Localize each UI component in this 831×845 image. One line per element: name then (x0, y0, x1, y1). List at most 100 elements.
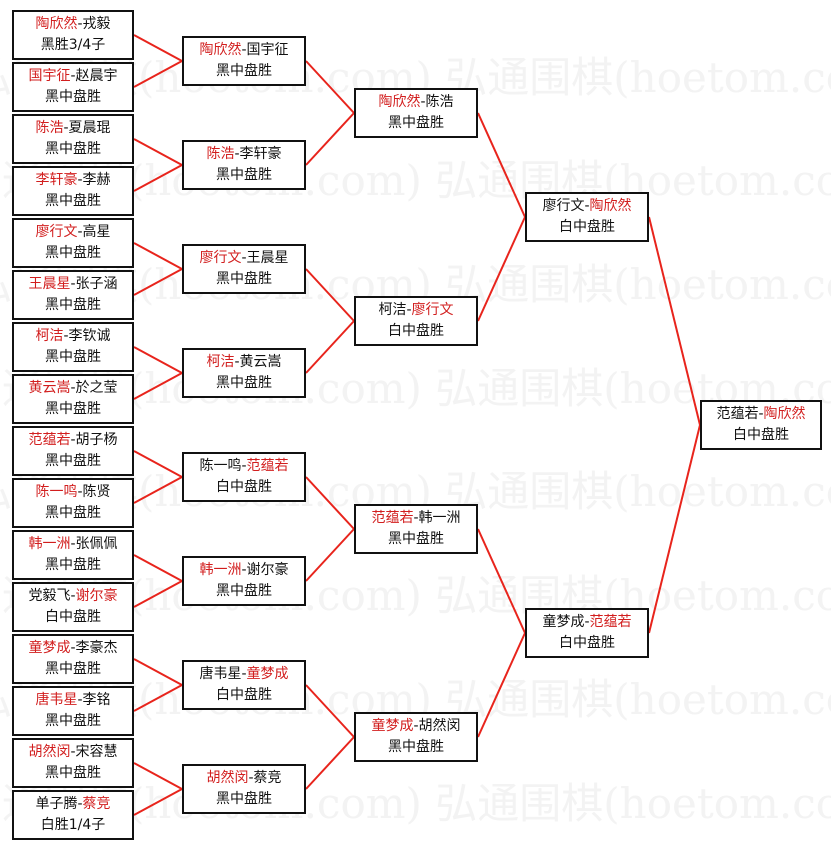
player-name: 张子涵 (75, 276, 118, 292)
match-players: 陶欣然-陈浩 (356, 92, 476, 113)
match-result: 黑中盘胜 (45, 297, 101, 313)
player-name: 黄云嵩 (239, 354, 282, 370)
match-players: 胡然闵-宋容慧 (14, 742, 132, 763)
match-result: 白中盘胜 (45, 609, 101, 625)
match-result: 黑中盘胜 (45, 89, 101, 105)
separator: - (77, 692, 83, 708)
match-box: 唐韦星-童梦成白中盘胜 (182, 660, 306, 710)
connector-line (477, 216, 526, 322)
separator: - (248, 770, 254, 786)
connector-line (305, 112, 355, 166)
connector-line (133, 476, 183, 504)
winner-name: 廖行文 (35, 224, 78, 240)
match-players: 陶欣然-国宇征 (184, 40, 304, 61)
match-players: 韩一洲-张佩佩 (14, 534, 132, 555)
watermark-text: 弘通围棋(hoetom.com) 弘通围棋(hoetom.com) 弘通围棋(h… (0, 156, 831, 205)
player-name: 谢尔豪 (246, 562, 289, 578)
match-players: 李轩豪-李赫 (14, 170, 132, 191)
winner-name: 陶欣然 (378, 94, 421, 110)
connector-line (133, 788, 183, 816)
match-box: 韩一洲-张佩佩黑中盘胜 (12, 530, 134, 580)
winner-name: 陈浩 (35, 120, 64, 136)
match-box: 单子腾-蔡竞白胜1/4子 (12, 790, 134, 840)
separator: - (70, 744, 76, 760)
winner-name: 陶欣然 (589, 198, 632, 214)
separator: - (70, 380, 76, 396)
separator: - (241, 458, 247, 474)
winner-name: 陈浩 (206, 146, 235, 162)
connector-line (133, 242, 183, 270)
winner-name: 柯洁 (206, 354, 235, 370)
match-result: 黑中盘胜 (388, 531, 444, 547)
winner-name: 黄云嵩 (28, 380, 71, 396)
match-box: 陈一鸣-陈贤黑中盘胜 (12, 478, 134, 528)
match-box: 童梦成-范蕴若白中盘胜 (525, 608, 649, 658)
watermark-text: 弘通围棋(hoetom.com) 弘通围棋(hoetom.com) 弘通围棋(h… (0, 571, 831, 620)
player-name: 李轩豪 (239, 146, 282, 162)
separator: - (241, 42, 247, 58)
separator: - (413, 510, 419, 526)
separator: - (584, 614, 590, 630)
winner-name: 范蕴若 (371, 510, 414, 526)
match-result: 黑胜3/4子 (40, 37, 106, 53)
separator: - (63, 120, 69, 136)
match-box: 陈一鸣-范蕴若白中盘胜 (182, 452, 306, 502)
match-box: 党毅飞-谢尔豪白中盘胜 (12, 582, 134, 632)
player-name: 陈贤 (82, 484, 111, 500)
connector-line (133, 346, 183, 374)
player-name: 唐韦星 (199, 666, 242, 682)
separator: - (77, 16, 83, 32)
winner-name: 陶欣然 (763, 406, 806, 422)
separator: - (70, 432, 76, 448)
winner-name: 谢尔豪 (75, 588, 118, 604)
connector-line (477, 632, 526, 738)
match-players: 党毅飞-谢尔豪 (14, 586, 132, 607)
connector-line (133, 34, 183, 62)
connector-line (477, 112, 526, 218)
winner-name: 韩一洲 (199, 562, 242, 578)
separator: - (234, 354, 240, 370)
match-result: 黑中盘胜 (45, 713, 101, 729)
winner-name: 陶欣然 (35, 16, 78, 32)
match-players: 唐韦星-童梦成 (184, 664, 304, 685)
winner-name: 童梦成 (28, 640, 71, 656)
separator: - (420, 94, 426, 110)
match-result: 黑中盘胜 (216, 167, 272, 183)
match-box: 唐韦星-李铭黑中盘胜 (12, 686, 134, 736)
player-name: 王晨星 (246, 250, 289, 266)
match-result: 黑中盘胜 (388, 115, 444, 131)
match-result: 黑中盘胜 (45, 453, 101, 469)
match-box: 国宇征-赵晨宇黑中盘胜 (12, 62, 134, 112)
separator: - (70, 68, 76, 84)
match-box: 陈浩-李轩豪黑中盘胜 (182, 140, 306, 190)
winner-name: 胡然闵 (206, 770, 249, 786)
match-players: 童梦成-李豪杰 (14, 638, 132, 659)
match-players: 童梦成-胡然闵 (356, 716, 476, 737)
match-players: 韩一洲-谢尔豪 (184, 560, 304, 581)
winner-name: 童梦成 (246, 666, 289, 682)
match-box: 廖行文-高星黑中盘胜 (12, 218, 134, 268)
connector-line (133, 554, 183, 582)
connector-line (133, 580, 183, 608)
match-players: 陈一鸣-范蕴若 (184, 456, 304, 477)
connector-line (133, 268, 183, 296)
match-box: 柯洁-李钦诚黑中盘胜 (12, 322, 134, 372)
match-result: 白胜1/4子 (40, 817, 106, 833)
player-name: 范蕴若 (716, 406, 759, 422)
player-name: 单子腾 (35, 796, 78, 812)
match-result: 黑中盘胜 (216, 583, 272, 599)
match-players: 陈浩-李轩豪 (184, 144, 304, 165)
connector-line (305, 320, 355, 374)
player-name: 李豪杰 (75, 640, 118, 656)
player-name: 宋容慧 (75, 744, 118, 760)
match-result: 白中盘胜 (559, 635, 615, 651)
connector-line (648, 424, 701, 634)
connector-line (305, 268, 355, 322)
connector-line (305, 684, 355, 738)
connector-line (133, 450, 183, 478)
match-players: 廖行文-陶欣然 (527, 196, 647, 217)
match-players: 柯洁-黄云嵩 (184, 352, 304, 373)
match-box: 陶欣然-国宇征黑中盘胜 (182, 36, 306, 86)
match-result: 黑中盘胜 (216, 63, 272, 79)
match-players: 胡然闵-蔡竞 (184, 768, 304, 789)
